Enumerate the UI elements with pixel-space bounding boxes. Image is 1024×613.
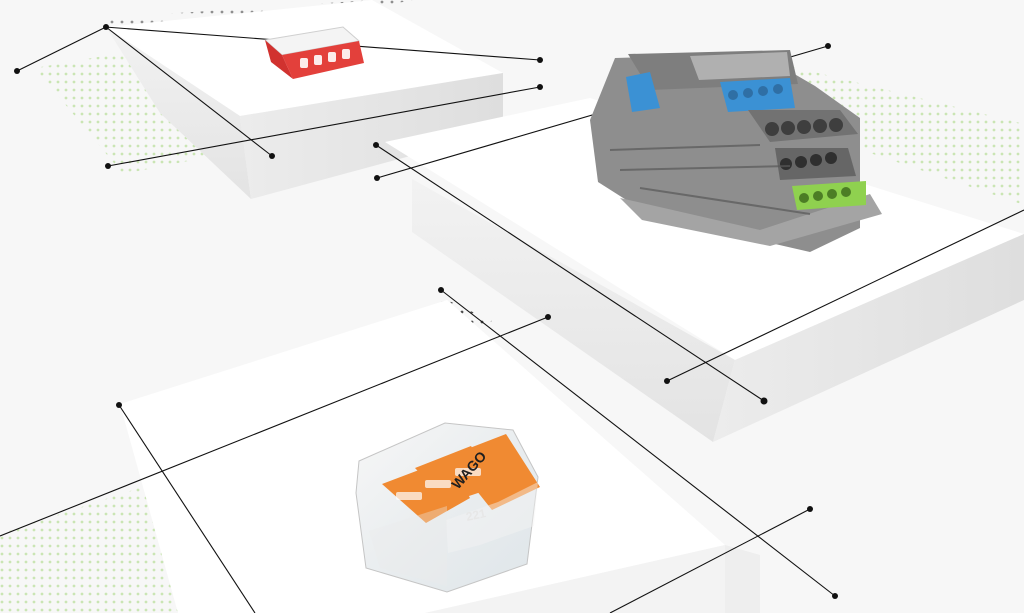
top-left-green-dot-field — [35, 50, 228, 174]
red-compact-connector — [263, 26, 364, 79]
orange-lever-connector: WAGO 221 — [355, 422, 540, 593]
top-right-green-dot-field — [782, 64, 1024, 205]
gray-terminal-block-assembly — [590, 50, 882, 252]
model-number-label: 221 — [465, 506, 488, 524]
line-end-dots — [14, 24, 838, 599]
